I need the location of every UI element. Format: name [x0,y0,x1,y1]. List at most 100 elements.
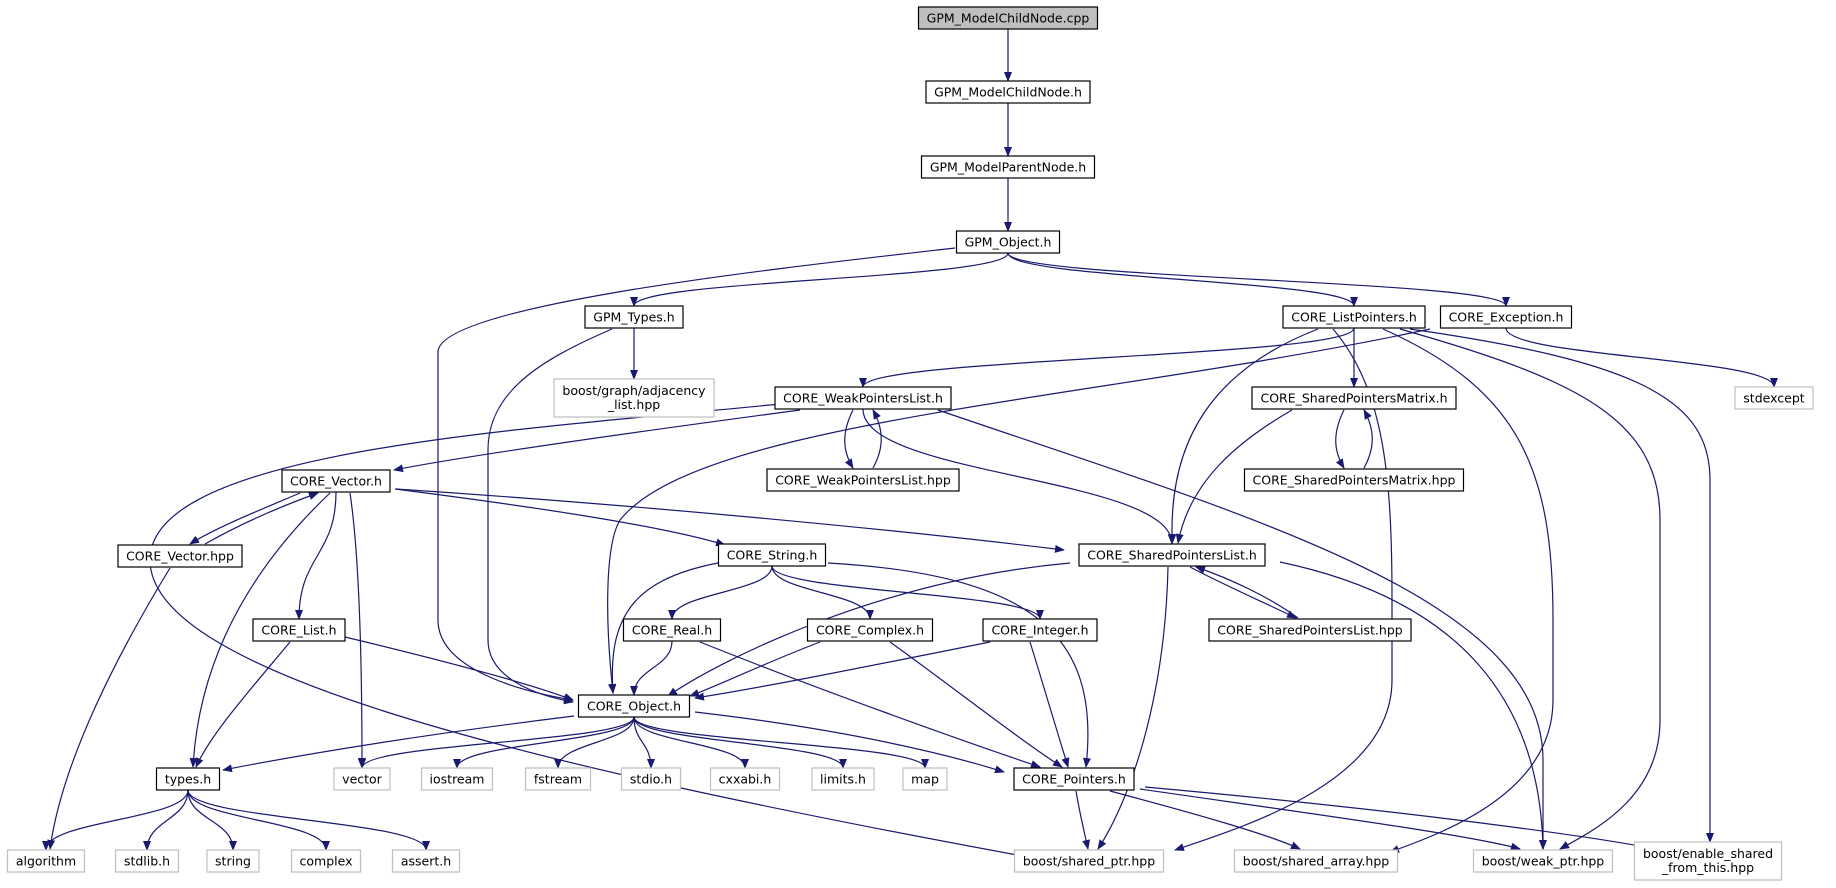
node-box [553,378,715,418]
file-nodes: GPM_ModelChildNode.cppGPM_ModelChildNode… [6,6,1814,881]
edge-core-pointers-h-to-boost-shared-array [1109,790,1301,850]
node-string: string [206,849,260,873]
node-box [252,618,346,642]
node-label: CORE_Vector.hpp [126,549,234,564]
node-box [1013,849,1165,873]
edge-core-listpointers-h-to-core-sharedpointerslist-h [1168,328,1319,544]
node-gpm-modelchildnode-cpp[interactable]: GPM_ModelChildNode.cpp [917,6,1099,30]
node-gpm-object-h[interactable]: GPM_Object.h [955,230,1061,254]
edge-core-vector-h-to-core-list-h [295,491,337,620]
node-label: CORE_Pointers.h [1022,772,1126,787]
node-box [1013,767,1135,791]
node-label: string [215,854,251,869]
node-gpm-modelchildnode-h[interactable]: GPM_ModelChildNode.h [925,80,1091,104]
node-core-sharedpointersmatrix-h[interactable]: CORE_SharedPointersMatrix.h [1251,386,1457,410]
node-box [1282,305,1426,329]
edge-core-string-h-to-core-pointers-h [827,562,1091,768]
node-core-pointers-h[interactable]: CORE_Pointers.h [1013,767,1135,791]
node-box [766,468,960,492]
edge-core-integer-h-to-core-pointers-h [1029,641,1070,768]
edge-core-vector-hpp-to-core-vector-h [204,492,319,545]
node-box [155,767,221,791]
node-box [281,469,391,493]
edge-core-complex-h-to-core-object-h [689,641,821,697]
node-box [1243,468,1465,492]
node-box [1208,618,1412,642]
node-core-object-h[interactable]: CORE_Object.h [577,694,691,718]
node-core-sharedpointersmatrix-hpp[interactable]: CORE_SharedPointersMatrix.hpp [1243,468,1465,492]
node-box [709,767,781,791]
node-core-real-h[interactable]: CORE_Real.h [622,618,722,642]
node-label: cxxabi.h [719,772,772,787]
node-box [1251,386,1457,410]
edge-core-string-h-to-core-complex-h [771,565,874,620]
node-core-vector-h[interactable]: CORE_Vector.h [281,469,391,493]
node-core-sharedpointerslist-hpp[interactable]: CORE_SharedPointersList.hpp [1208,618,1412,642]
node-core-integer-h[interactable]: CORE_Integer.h [982,618,1098,642]
edge-core-vector-h-to-core-vector-hpp [189,492,301,545]
node-core-exception-h[interactable]: CORE_Exception.h [1439,305,1573,329]
node-core-list-h[interactable]: CORE_List.h [252,618,346,642]
edge-core-vector-h-to-types-h [189,492,331,768]
node-core-weakpointerslist-h[interactable]: CORE_WeakPointersList.h [774,386,952,410]
edge-core-pointers-h-to-boost-weak-ptr [1139,788,1521,851]
edge-core-object-h-to-map [633,716,929,769]
node-label: stdexcept [1743,391,1804,406]
node-box [1633,841,1783,881]
node-label: GPM_ModelChildNode.h [934,85,1082,100]
edge-core-weakpointerslist-h-to-core-vector-h [393,409,801,473]
node-core-listpointers-h[interactable]: CORE_ListPointers.h [1282,305,1426,329]
node-core-string-h[interactable]: CORE_String.h [717,543,827,567]
edge-core-list-h-to-core-object-h [344,636,574,701]
node-core-vector-hpp[interactable]: CORE_Vector.hpp [117,544,243,568]
node-box [774,386,952,410]
node-box [982,618,1098,642]
node-label: boost/shared_ptr.hpp [1023,854,1155,869]
edge-core-sharedpointerslist-h-to-boost-shared-ptr [1097,566,1169,850]
edge-core-exception-h-to-core-object-h [607,328,1431,694]
node-gpm-modelparentnode-h[interactable]: GPM_ModelParentNode.h [920,155,1096,179]
node-core-complex-h[interactable]: CORE_Complex.h [806,618,934,642]
node-label: CORE_WeakPointersList.h [783,391,943,406]
node-boost-shared-ptr: boost/shared_ptr.hpp [1013,849,1165,873]
edge-types-h-to-string [187,789,237,851]
node-iostream: iostream [420,767,494,791]
node-box [584,305,684,329]
node-map: map [902,767,948,791]
node-label: GPM_ModelChildNode.cpp [927,11,1090,26]
node-stdexcept: stdexcept [1734,386,1814,410]
node-label: assert.h [401,854,451,869]
edge-core-exception-h-to-stdexcept [1505,327,1778,388]
node-core-weakpointerslist-hpp[interactable]: CORE_WeakPointersList.hpp [766,468,960,492]
edge-types-h-to-assert-h [187,789,430,851]
edge-core-listpointers-h-to-core-weakpointerslist-h [859,327,1355,388]
node-box [1472,849,1614,873]
node-gpm-types-h[interactable]: GPM_Types.h [584,305,684,329]
edge-core-string-h-to-core-integer-h [771,565,1044,620]
edge-core-listpointers-h-to-boost-weak-ptr [1399,328,1661,850]
node-label: limits.h [820,772,866,787]
node-assert-h: assert.h [391,849,461,873]
edge-types-h-to-stdlib-h [143,789,189,851]
edge-core-listpointers-h-to-boost-enable-shared [1409,328,1714,843]
node-stdlib-h: stdlib.h [114,849,180,873]
edge-core-object-h-to-cxxabi-h [633,716,749,769]
node-complex: complex [290,849,362,873]
edge-core-object-h-to-limits-h [633,716,847,769]
edge-core-sharedpointerslist-h-to-core-sharedpointerslist-hpp [1189,566,1297,619]
node-box [1734,386,1814,410]
node-box [620,767,682,791]
node-box [902,767,948,791]
node-core-sharedpointerslist-h[interactable]: CORE_SharedPointersList.h [1078,543,1266,567]
node-label: fstream [534,772,582,787]
node-label: vector [342,772,383,787]
edge-core-pointers-h-to-boost-shared-ptr [1075,790,1091,850]
node-box [206,849,260,873]
node-box [925,80,1091,104]
node-box [420,767,494,791]
node-label: iostream [430,772,485,787]
node-label: CORE_Real.h [632,623,712,638]
node-box [577,694,691,718]
node-types-h[interactable]: types.h [155,767,221,791]
